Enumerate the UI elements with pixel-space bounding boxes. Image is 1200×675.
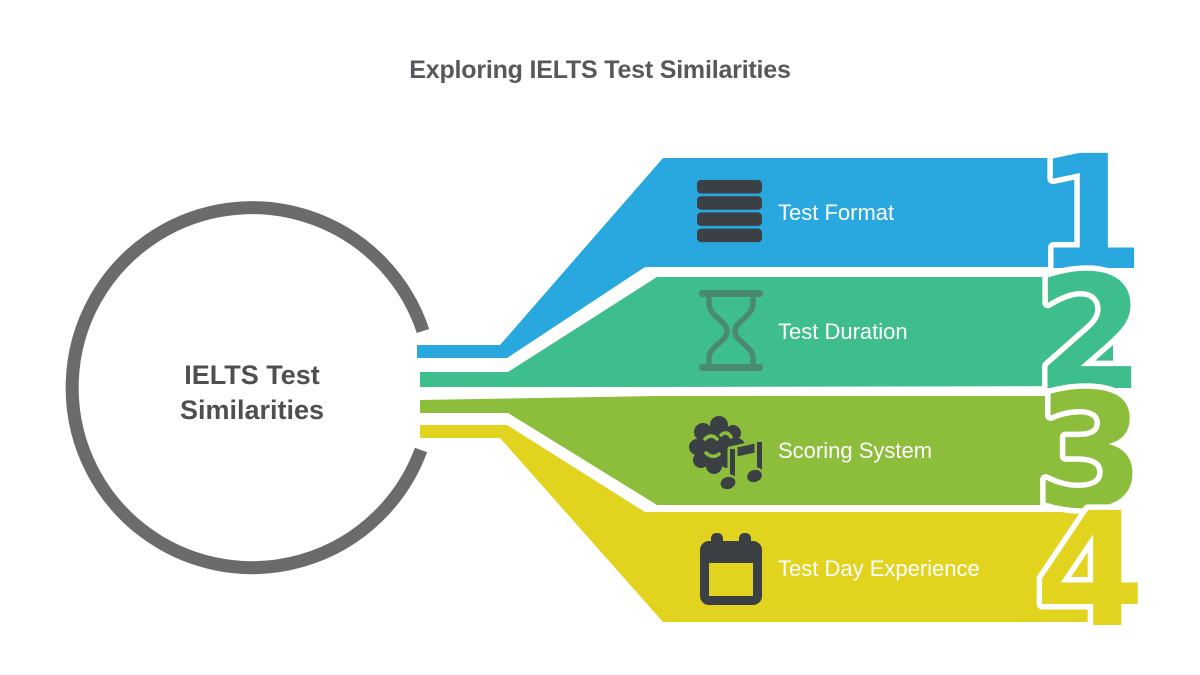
band-ribbon-scoring-system: [420, 396, 1113, 505]
item-label-scoring-system: Scoring System: [778, 438, 932, 463]
page-title: Exploring IELTS Test Similarities: [409, 56, 790, 84]
band-ribbon-test-day-experience: [420, 425, 1113, 622]
center-label-line1: IELTS Test: [184, 360, 320, 390]
center-label-line2: Similarities: [180, 395, 324, 425]
hourglass-icon: [699, 290, 763, 371]
item-number-2: 2: [1035, 242, 1145, 426]
band-ribbon-test-format: [417, 158, 1113, 358]
center-label: IELTS Test Similarities: [180, 360, 324, 425]
band-ribbon-test-duration: [420, 277, 1113, 387]
item-label-test-day-experience: Test Day Experience: [778, 556, 980, 581]
item-label-test-format: Test Format: [778, 200, 894, 225]
item-number-4: 4: [1035, 479, 1145, 663]
item-label-test-duration: Test Duration: [778, 319, 908, 344]
list-stack-icon: [697, 180, 762, 243]
brain-music-icon: [689, 416, 765, 492]
calendar-icon: [700, 533, 762, 605]
center-circle-ring: [65, 201, 430, 575]
item-number-3: 3: [1035, 360, 1145, 544]
item-number-1: 1: [1035, 122, 1145, 306]
